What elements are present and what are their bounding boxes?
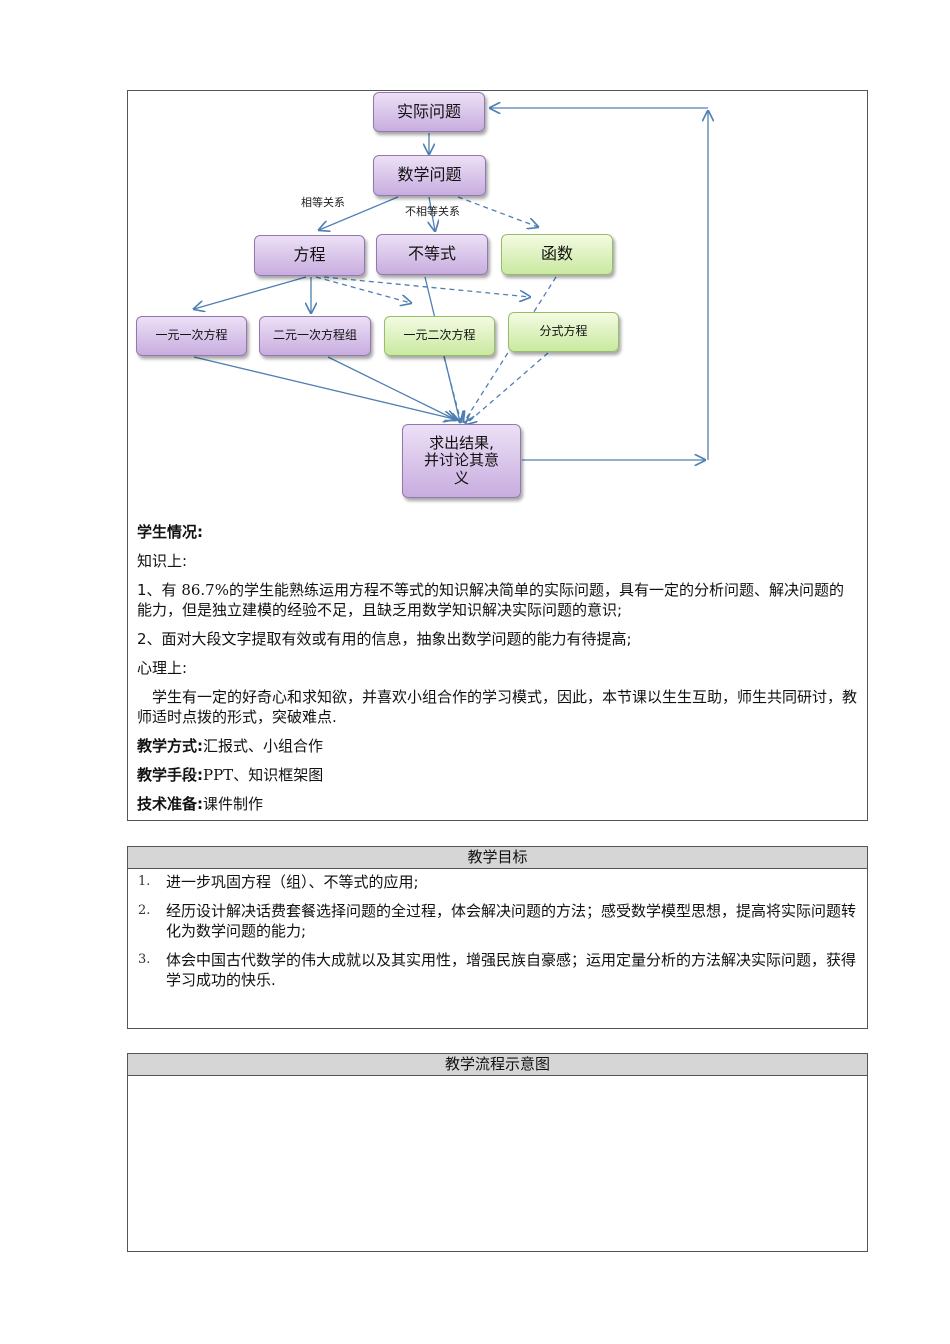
- teaching-method: 教学方式:汇报式、小组合作: [137, 737, 324, 755]
- node-quadratic-equation: 一元二次方程: [384, 316, 495, 356]
- teaching-flow-section: 教学流程示意图: [127, 1053, 868, 1252]
- knowledge-point-1: 1、有 86.7%的学生能熟练运用方程不等式的知识解决简单的实际问题，具有一定的…: [137, 581, 844, 619]
- flow-header: 教学流程示意图: [128, 1054, 867, 1076]
- arrow-math-to-function: [457, 196, 538, 227]
- node-math-problem: 数学问题: [373, 155, 486, 196]
- node-result: 求出结果, 并讨论其意 义: [402, 424, 521, 498]
- arrow-equation-to-quadratic: [315, 276, 411, 303]
- teaching-means: 教学手段:PPT、知识框架图: [137, 766, 324, 784]
- arrow-linear-to-result: [193, 356, 454, 419]
- student-text: 学生情况: 知识上: 1、有 86.7%的学生能熟练运用方程不等式的知识解决简单…: [137, 522, 858, 814]
- knowledge-label: 知识上:: [137, 552, 188, 570]
- modeling-flow-diagram: 实际问题 数学问题 相等关系 不相等关系 方程 不等式 函数 一元一次方程 二元…: [128, 91, 869, 511]
- arrow-quadratic-to-result: [443, 356, 461, 422]
- goal-item-3: 3. 体会中国古代数学的伟大成就以及其实用性，增强民族自豪感；运用定量分析的方法…: [138, 951, 857, 989]
- label-equal-relation: 相等关系: [301, 196, 345, 209]
- arrow-equation-to-linear: [194, 276, 307, 309]
- goal-item-2: 2. 经历设计解决话费套餐选择问题的全过程，体会解决问题的方法；感受数学模型思想…: [138, 902, 857, 940]
- node-linear-system: 二元一次方程组: [259, 316, 371, 356]
- node-inequality: 不等式: [376, 234, 488, 275]
- node-equation: 方程: [254, 235, 365, 276]
- psychology-text: 学生有一定的好奇心和求知欲，并喜欢小组合作的学习模式，因此，本节课以生生互助，师…: [137, 688, 858, 726]
- arrow-system-to-result: [327, 356, 456, 420]
- teaching-goals-section: 教学目标 1. 进一步巩固方程（组）、不等式的应用; 2. 经历设计解决话费套餐…: [127, 846, 868, 1029]
- diagram-arrows: [128, 91, 869, 511]
- node-actual-problem: 实际问题: [373, 92, 485, 132]
- node-fractional-equation: 分式方程: [508, 312, 619, 352]
- knowledge-point-2: 2、面对大段文字提取有效或有用的信息，抽象出数学问题的能力有待提高;: [137, 630, 632, 648]
- psychology-label: 心理上:: [137, 659, 188, 677]
- tech-preparation: 技术准备:课件制作: [137, 795, 264, 813]
- node-function: 函数: [501, 234, 613, 275]
- goal-item-1: 1. 进一步巩固方程（组）、不等式的应用;: [138, 873, 419, 891]
- node-linear-equation: 一元一次方程: [136, 316, 247, 356]
- arrow-fractional-to-result: [466, 352, 549, 424]
- arrow-math-to-inequality: [429, 196, 435, 231]
- percent-value: 86.7%: [181, 581, 229, 599]
- arrow-math-to-equation: [319, 196, 399, 230]
- student-info-section: 实际问题 数学问题 相等关系 不相等关系 方程 不等式 函数 一元一次方程 二元…: [127, 90, 868, 821]
- goals-header: 教学目标: [128, 847, 867, 869]
- label-unequal-relation: 不相等关系: [405, 205, 460, 218]
- student-heading: 学生情况:: [137, 523, 203, 541]
